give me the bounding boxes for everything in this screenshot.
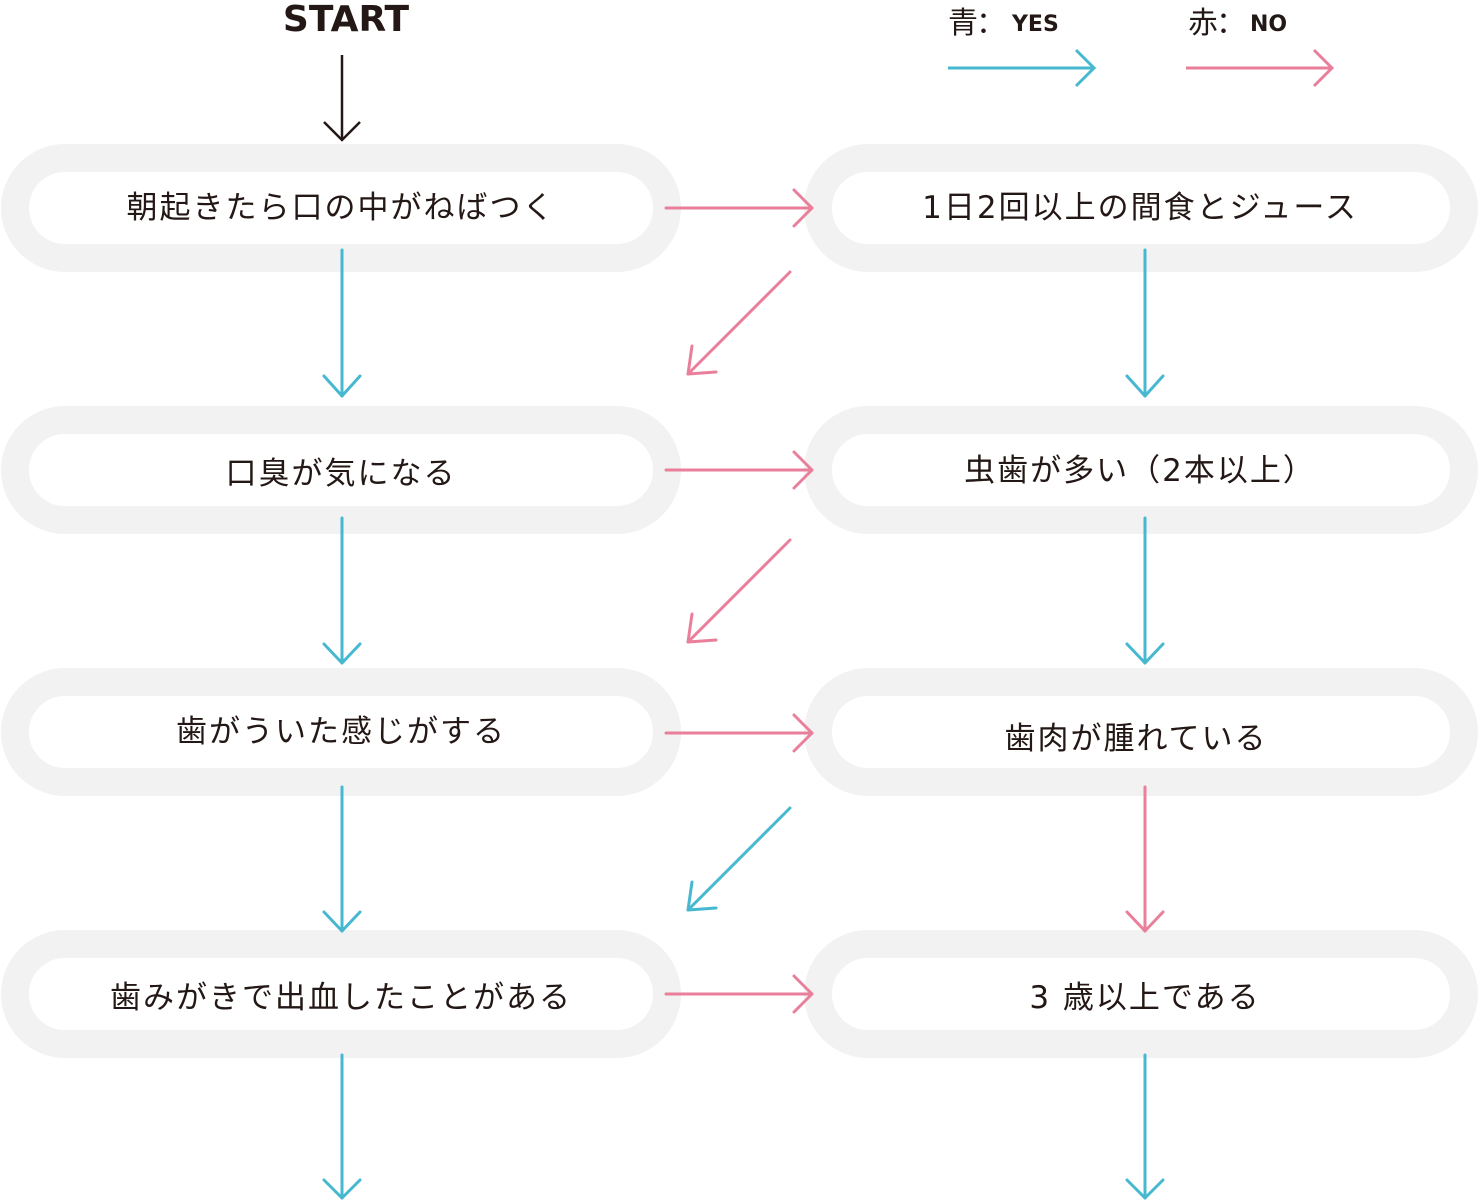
node-right-4-label: 3 歳以上である <box>1029 980 1260 1016</box>
legend-yes-word: YES <box>1011 12 1059 37</box>
arrow-left3-to-left4 <box>322 785 362 933</box>
legend-no-char: 赤 <box>1188 6 1218 41</box>
node-left-3-label: 歯がういた感じがする <box>176 714 506 750</box>
node-left-1-label: 朝起きたら口の中がねばつく <box>127 190 556 226</box>
legend-no: 赤 ： NO <box>1186 6 1335 88</box>
legend-yes: 青 ： YES <box>948 6 1097 88</box>
arrow-left3-to-right3 <box>664 713 814 753</box>
start-arrow <box>323 55 361 142</box>
arrow-left1-to-left2 <box>322 248 362 398</box>
arrow-right3-to-right4 <box>1125 785 1165 933</box>
start-label: START <box>283 0 410 40</box>
node-right-3-label: 歯肉が腫れている <box>1004 721 1267 757</box>
legend-yes-arrow <box>948 48 1097 88</box>
legend-no-arrow <box>1186 48 1335 88</box>
legend-yes-char: 青 <box>948 6 978 41</box>
node-left-2: 口臭が気になる <box>1 406 681 534</box>
node-right-2: 虫歯が多い（2本以上） <box>804 406 1478 534</box>
legend-no-word: NO <box>1250 12 1287 37</box>
arrow-left2-to-right2 <box>664 450 814 490</box>
arrow-right1-to-right2 <box>1125 248 1165 398</box>
legend: 青 ： YES 赤 ： NO <box>948 6 1335 88</box>
node-right-3: 歯肉が腫れている <box>804 668 1478 796</box>
arrow-right4-exit <box>1125 1053 1165 1200</box>
legend-no-separator: ： <box>1216 6 1246 41</box>
arrow-right2-to-left3 <box>686 538 792 644</box>
arrow-left1-to-right1 <box>664 188 814 228</box>
arrow-left4-exit <box>322 1053 362 1200</box>
node-right-1: 1日2回以上の間食とジュース <box>804 144 1478 272</box>
arrow-left2-to-left3 <box>322 516 362 665</box>
arrow-right1-to-left2 <box>686 270 792 376</box>
arrow-right3-to-left4 <box>686 806 792 912</box>
node-right-2-label: 虫歯が多い（2本以上） <box>964 453 1316 489</box>
node-right-1-label: 1日2回以上の間食とジュース <box>922 190 1358 226</box>
node-right-4: 3 歳以上である <box>804 930 1478 1058</box>
node-left-4-label: 歯みがきで出血したことがある <box>110 980 572 1016</box>
arrow-left4-to-right4 <box>664 974 814 1014</box>
arrow-right2-to-right3 <box>1125 516 1165 665</box>
node-left-4: 歯みがきで出血したことがある <box>1 930 681 1058</box>
node-left-1: 朝起きたら口の中がねばつく <box>1 144 681 272</box>
legend-yes-separator: ： <box>976 6 1006 41</box>
node-left-2-label: 口臭が気になる <box>226 456 457 492</box>
node-left-3: 歯がういた感じがする <box>1 668 681 796</box>
